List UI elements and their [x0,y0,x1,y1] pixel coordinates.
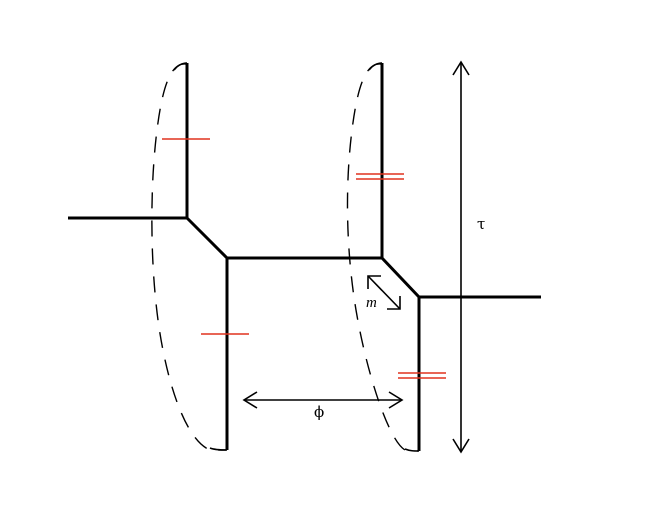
double-tick-lower-right [398,372,446,379]
tau-arrowhead-down-icon [452,438,470,454]
phi-label: ϕ [314,403,325,421]
double-tick-upper-right [356,173,404,180]
edge-markers [162,138,446,379]
tau-arrow [452,60,470,454]
right-diagonal [380,256,421,299]
phi-arrow [242,391,404,409]
tau-arrowhead-up-icon [452,60,470,76]
dimension-arrows [242,60,470,454]
graph-edges [68,63,541,451]
m-arrow [367,275,401,310]
m-arrowhead-downright-icon [387,296,401,310]
tau-label: τ [477,215,486,233]
left-dashed-boundary [151,63,226,451]
phi-arrowhead-left-icon [242,391,258,409]
right-dashed-boundary [346,63,419,452]
left-bottom-cap [209,447,228,451]
left-diagonal [185,216,229,260]
right-bottom-cap [404,448,420,452]
dashed-boundaries [151,63,419,452]
m-arrowhead-upleft-icon [367,275,381,289]
phi-arrowhead-right-icon [388,391,404,409]
m-label: m [366,295,377,311]
